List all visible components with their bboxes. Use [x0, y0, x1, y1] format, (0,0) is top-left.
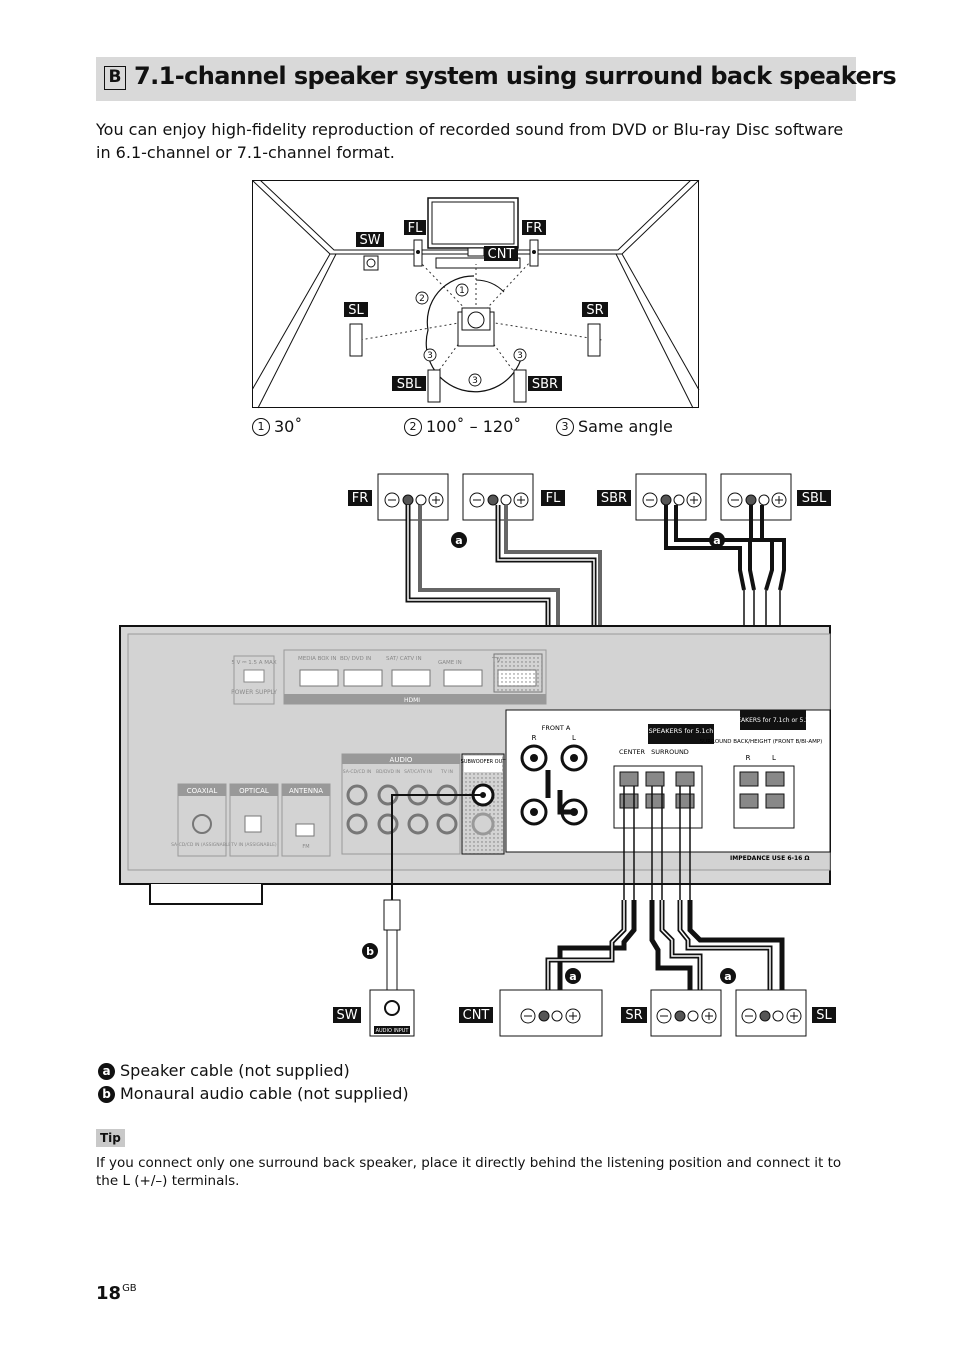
- svg-text:R: R: [532, 734, 537, 742]
- terminal-box-sl: [735, 989, 807, 1037]
- svg-text:SURROUND BACK/HEIGHT (FRONT B/: SURROUND BACK/HEIGHT (FRONT B/BI-AMP): [700, 739, 823, 745]
- svg-text:TV IN (ASSIGNABLE): TV IN (ASSIGNABLE): [230, 842, 277, 848]
- svg-text:BD/DVD IN: BD/DVD IN: [376, 769, 400, 775]
- terminal-box-sr: [650, 989, 722, 1037]
- svg-text:BD/ DVD IN: BD/ DVD IN: [340, 656, 371, 662]
- wiring-label-sw: SW: [336, 1008, 357, 1023]
- svg-text:AUDIO: AUDIO: [390, 756, 413, 764]
- svg-text:5 V ⎓ 1.5 A MAX: 5 V ⎓ 1.5 A MAX: [231, 660, 276, 666]
- receiver-rear-panel: 5 V ⎓ 1.5 A MAX POWER SUPPLY HDMI MEDIA …: [119, 625, 831, 905]
- terminal-box-fl: [462, 473, 534, 521]
- terminal-box-sbl: [720, 473, 792, 521]
- room-label-sw: SW: [359, 233, 380, 248]
- wiring-label-fr: FR: [352, 491, 369, 506]
- svg-text:SURROUND: SURROUND: [651, 748, 689, 756]
- intro-paragraph: You can enjoy high-fidelity reproduction…: [96, 120, 844, 162]
- angle-marker-3-back: 3: [472, 376, 478, 386]
- cable-marker-a-front: a: [455, 534, 462, 547]
- svg-text:IMPEDANCE USE 6-16 Ω: IMPEDANCE USE 6-16 Ω: [730, 855, 810, 862]
- section-header-bar: [96, 57, 856, 101]
- svg-text:SAT/CATV IN: SAT/CATV IN: [404, 769, 432, 775]
- subwoofer-out-label: SUBWOOFER OUT: [461, 759, 507, 765]
- room-label-sbr: SBR: [532, 377, 558, 392]
- wiring-diagram: FR FL SBR SBL a a b a a: [119, 473, 836, 1037]
- speaker-icon-sr: [587, 323, 601, 357]
- terminal-box-cnt: [499, 989, 603, 1037]
- svg-text:OPTICAL: OPTICAL: [239, 787, 269, 795]
- svg-text:SA-CD/CD IN: SA-CD/CD IN: [343, 769, 371, 775]
- terminal-box-sbr: [635, 473, 707, 521]
- cable-marker-a-center: a: [569, 970, 576, 983]
- tv-shape: [427, 197, 521, 269]
- speaker-icon-sw: [363, 255, 379, 271]
- wiring-label-sl: SL: [816, 1008, 832, 1023]
- angle-marker-2: 2: [419, 294, 425, 304]
- section-title: 7.1-channel speaker system using surroun…: [134, 62, 897, 90]
- room-label-sbl: SBL: [397, 377, 422, 392]
- svg-text:SPEAKERS for 5.1ch: SPEAKERS for 5.1ch: [649, 727, 714, 735]
- svg-text:TV IN: TV IN: [440, 769, 453, 775]
- speaker-icon-cnt: [467, 247, 485, 257]
- listener-chair: [457, 307, 495, 347]
- cable-marker-a-surround: a: [724, 970, 731, 983]
- angle-marker-3-left: 3: [427, 351, 433, 361]
- svg-text:AUDIO INPUT: AUDIO INPUT: [376, 1028, 410, 1034]
- svg-text:POWER SUPPLY: POWER SUPPLY: [231, 689, 277, 696]
- speaker-icon-sl: [349, 323, 363, 357]
- section-letter-box: B: [104, 66, 126, 90]
- angle-marker-1: 1: [459, 286, 465, 296]
- cable-marker-a-back: a: [713, 534, 720, 547]
- svg-text:SPEAKERS for 7.1ch or 5.2ch: SPEAKERS for 7.1ch or 5.2ch: [730, 717, 817, 724]
- wiring-label-sbr: SBR: [601, 491, 627, 506]
- page-number: 18GB: [96, 1283, 137, 1304]
- svg-text:COAXIAL: COAXIAL: [187, 787, 218, 795]
- svg-text:L: L: [772, 754, 776, 762]
- svg-text:CENTER: CENTER: [619, 748, 646, 756]
- svg-text:TV: TV: [491, 656, 501, 664]
- svg-text:GAME IN: GAME IN: [438, 660, 462, 666]
- tip-text: If you connect only one surround back sp…: [96, 1155, 842, 1189]
- wiring-label-fl: FL: [546, 491, 561, 506]
- room-label-fl: FL: [408, 221, 423, 236]
- cable-marker-b: b: [366, 945, 374, 958]
- room-label-sl: SL: [348, 303, 364, 318]
- tip-badge: Tip: [96, 1129, 125, 1147]
- svg-text:ANTENNA: ANTENNA: [289, 787, 323, 795]
- wiring-label-cnt: CNT: [463, 1008, 490, 1023]
- svg-text:R: R: [746, 754, 751, 762]
- room-label-cnt: CNT: [488, 247, 515, 262]
- svg-text:SA-CD/CD IN (ASSIGNABLE): SA-CD/CD IN (ASSIGNABLE): [171, 842, 233, 848]
- speaker-icon-sbr: [513, 369, 527, 403]
- speaker-icon-fl: [413, 239, 423, 267]
- wiring-label-sbl: SBL: [802, 491, 827, 506]
- svg-text:MEDIA BOX IN: MEDIA BOX IN: [298, 656, 337, 662]
- subwoofer-input-box: AUDIO INPUT: [369, 989, 415, 1037]
- speaker-icon-sbl: [427, 369, 441, 403]
- terminal-box-fr: [377, 473, 449, 521]
- room-label-fr: FR: [526, 221, 543, 236]
- svg-text:L: L: [572, 734, 576, 742]
- svg-text:FRONT A: FRONT A: [542, 724, 571, 732]
- room-label-sr: SR: [586, 303, 603, 318]
- svg-text:FM: FM: [302, 844, 309, 850]
- wiring-label-sr: SR: [625, 1008, 642, 1023]
- room-layout-diagram: 1 2 3 3 3 FL FR SW CNT SL SR SBL SBR: [252, 180, 700, 409]
- speaker-icon-fr: [529, 239, 539, 267]
- svg-text:SAT/ CATV IN: SAT/ CATV IN: [386, 656, 422, 662]
- subwoofer-cable: [383, 794, 483, 991]
- svg-text:HDMI: HDMI: [404, 697, 420, 704]
- angle-marker-3-right: 3: [517, 351, 523, 361]
